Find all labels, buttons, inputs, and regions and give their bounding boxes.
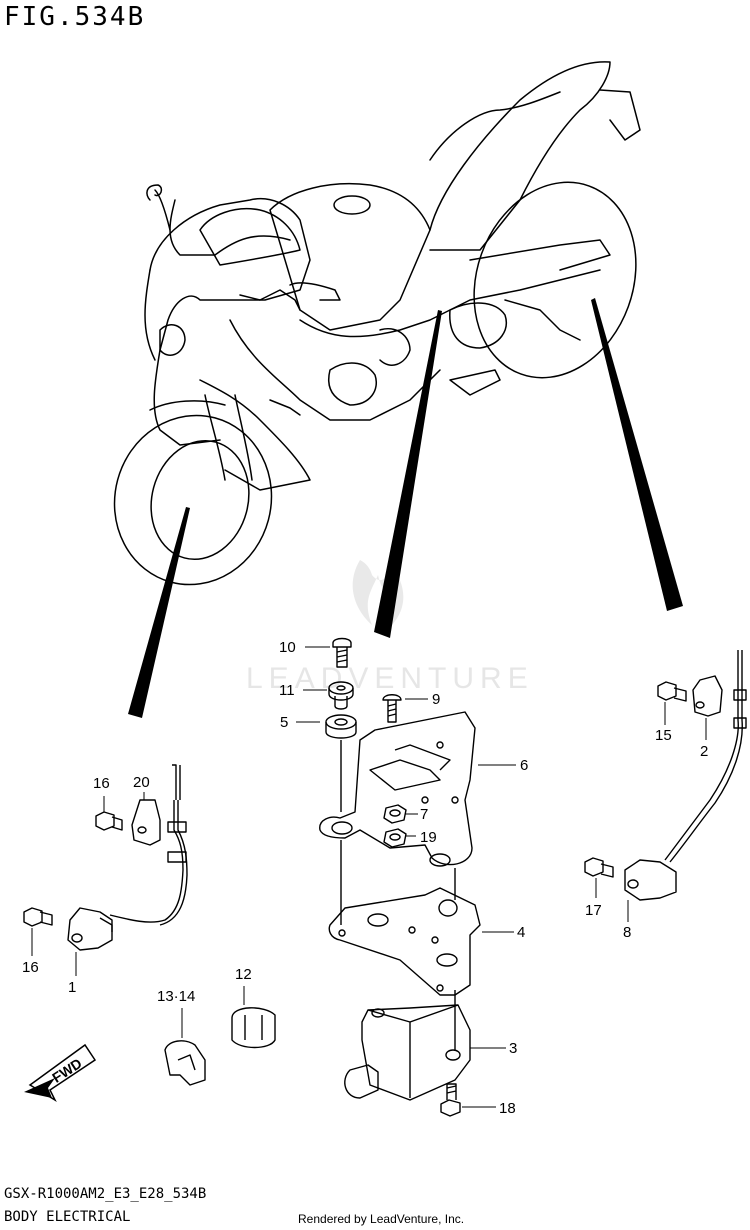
callout-1: 1 [68,979,77,996]
callout-9: 9 [432,691,441,708]
render-credit: Rendered by LeadVenture, Inc. [298,1212,465,1226]
callout-8: 8 [623,924,632,941]
left-sensor-assembly [23,764,188,951]
reference-code: GSX-R1000AM2_E3_E28_534B [4,1186,207,1202]
callout-3: 3 [509,1040,518,1057]
fwd-arrow-icon: FWD [24,1043,97,1102]
callout-16-lower: 16 [22,959,39,976]
leader-lines [31,646,707,1108]
section-title: BODY ELECTRICAL [4,1209,131,1225]
callout-11: 11 [279,682,295,699]
callout-5: 5 [280,714,289,731]
figure-title: FIG.534B [4,2,146,32]
clip-parts [164,1007,276,1086]
callout-12: 12 [235,966,252,983]
callout-10: 10 [279,639,296,656]
bracket-assembly [319,637,481,1117]
callout-2: 2 [700,743,709,760]
callout-4: 4 [517,924,526,941]
callout-13-14: 13·14 [157,988,196,1005]
callout-6: 6 [520,757,529,774]
callout-18: 18 [499,1100,516,1117]
callout-19: 19 [420,829,437,846]
motorcycle-outline [113,61,641,586]
callout-15: 15 [655,727,672,744]
watermark-text: LEADVENTURE [246,662,534,695]
callout-7: 7 [420,806,429,823]
callout-17: 17 [585,902,602,919]
callout-20: 20 [133,774,150,791]
callout-16-upper: 16 [93,775,110,792]
right-sensor-assembly [584,650,747,901]
location-pointers [128,298,683,718]
